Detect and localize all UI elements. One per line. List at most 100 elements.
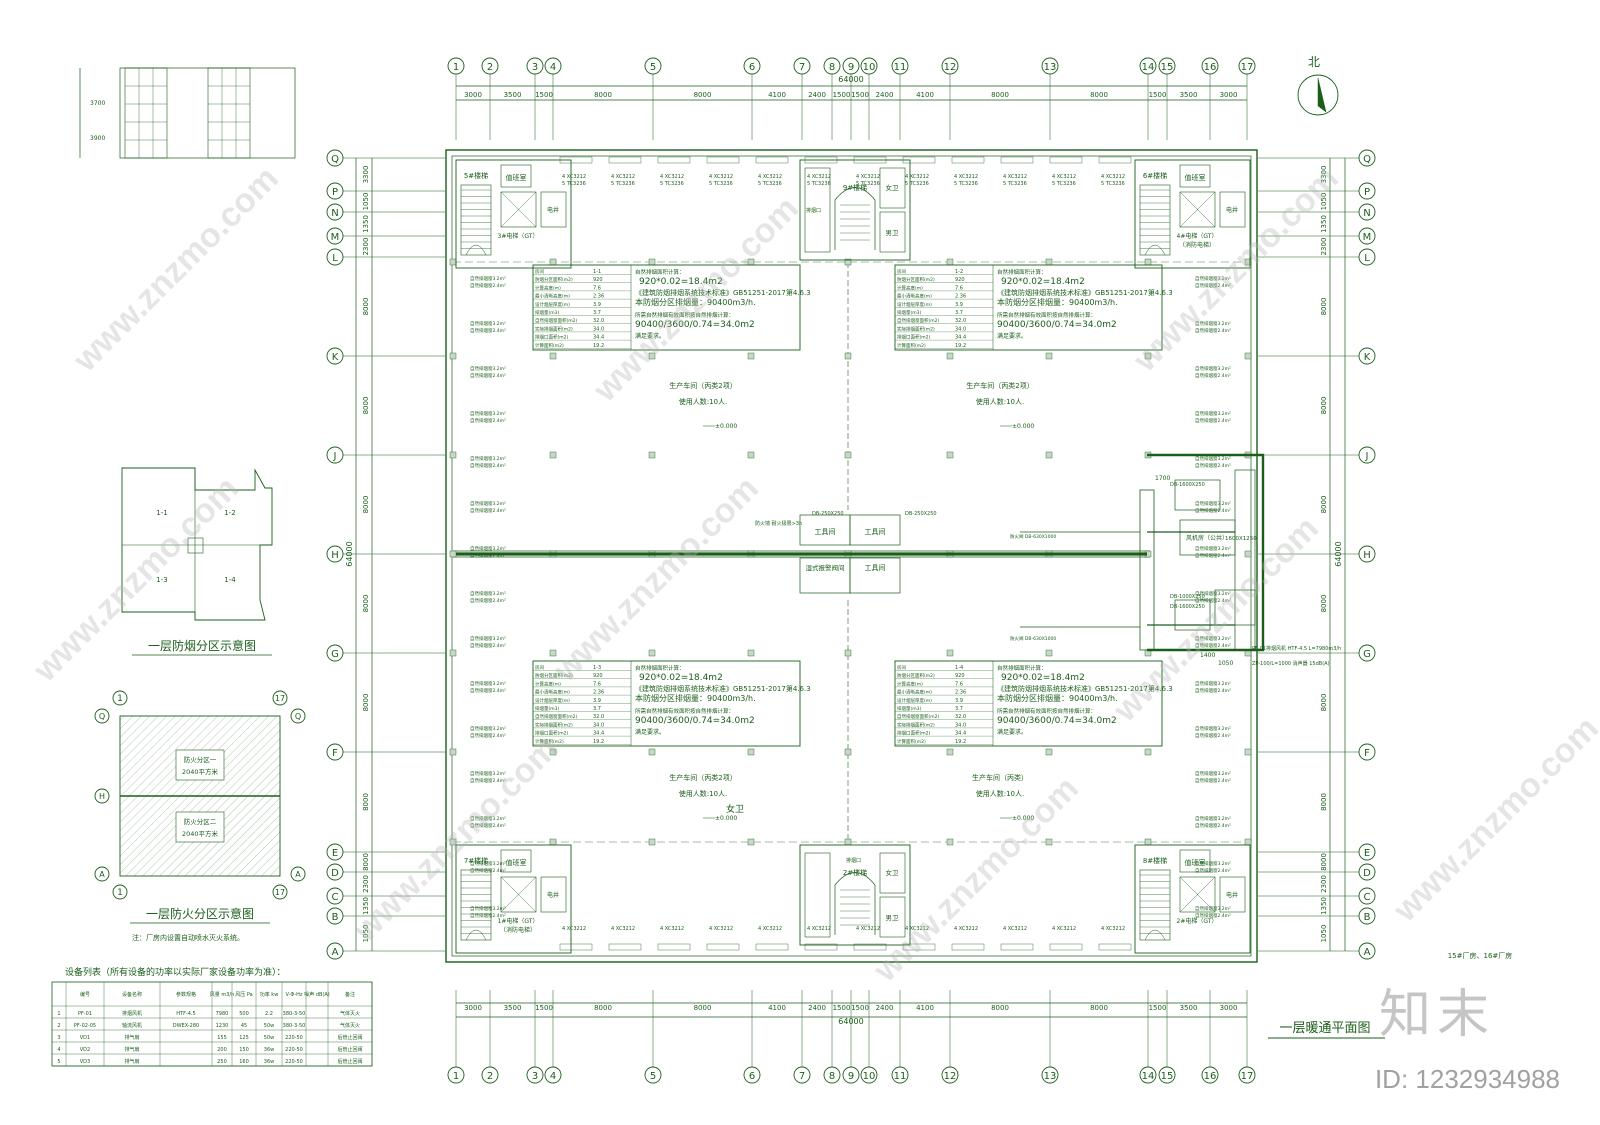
axis-label-right: M	[1363, 232, 1372, 243]
calc-line-7: 满足要求。	[635, 728, 665, 736]
window-tag: 4 XC3212	[1003, 926, 1027, 932]
fire-zone-a-area: 2040平方米	[182, 767, 219, 776]
calc-row-label: 自然排烟窗面积(m2)	[535, 713, 578, 720]
tool-room-right	[849, 514, 901, 546]
calc-row-label: 排烟量(m3)	[897, 309, 922, 316]
axis-label-top: 9	[848, 62, 854, 73]
vent-tag: 自然排烟窗2.4m²	[470, 732, 506, 739]
equipment-header: V-Φ-Hz	[285, 992, 302, 998]
calc-row-label: 计算面积(m2)	[897, 738, 926, 745]
vent-tag: 自然排烟窗2.4m²	[1195, 282, 1231, 289]
vent-tag: 自然排烟窗3.2m²	[470, 500, 506, 507]
calc-row-value: 3.7	[593, 706, 601, 712]
window-top	[608, 156, 642, 164]
smoke-calc-box	[532, 660, 801, 747]
dim-text-bottom: 3000	[1220, 1004, 1238, 1012]
fire-zone-b-label: 防火分区二	[184, 817, 217, 826]
column	[946, 748, 954, 756]
dim-text-top: 4100	[916, 91, 934, 99]
fire-axis-label: Q	[295, 712, 301, 721]
window-bottom	[706, 943, 740, 951]
column	[946, 649, 954, 657]
room-label-shaft: 电井	[547, 891, 559, 899]
equipment-cell: 1	[57, 1011, 60, 1017]
duct-label: PF-01排烟风机 HTF-4.5 L=7980m3/h	[1252, 645, 1341, 652]
calc-row-value: 19.2	[593, 343, 604, 349]
vent-tag: 自然排烟窗3.2m²	[1195, 815, 1231, 822]
stairwell	[460, 869, 492, 941]
window-tag: 5 TC3236	[905, 181, 929, 187]
equipment-header: 编号	[80, 991, 90, 998]
duty-room	[500, 849, 532, 873]
column	[549, 649, 557, 657]
column	[747, 258, 755, 266]
stair-curve	[834, 872, 876, 935]
dim-text-right: 1350	[1320, 215, 1328, 233]
calc-row-label: 防烟分区面积(m2)	[897, 276, 935, 283]
dim-text-left: 2300	[362, 238, 370, 256]
level-mark: ±0.000	[1012, 815, 1034, 822]
dim-text-right: 8000	[1320, 694, 1328, 712]
equipment-cell: 45	[241, 1023, 247, 1029]
calc-row-value: 34.0	[593, 722, 604, 728]
fan-shaft	[1234, 469, 1256, 651]
vent-tag: 自然排烟窗2.4m²	[1195, 552, 1231, 559]
vent-tag: 自然排烟窗3.2m²	[470, 860, 506, 867]
calc-line-4: 本防烟分区排烟量：90400m3/h.	[997, 297, 1118, 307]
stair-core	[1134, 844, 1251, 954]
window-top	[951, 156, 985, 164]
room-label-male-wc: 男卫	[886, 914, 900, 922]
calc-row-label: 排烟量(m3)	[535, 705, 560, 712]
elevator-shaft	[500, 876, 537, 913]
dim-text-bottom: 3500	[1180, 1004, 1198, 1012]
axis-label-bottom: 11	[894, 1071, 907, 1082]
axis-label-right: G	[1363, 649, 1371, 660]
dim-text-bottom: 2400	[808, 1004, 826, 1012]
calc-line-6: 90400/3600/0.74=34.0m2	[635, 320, 755, 330]
elevation-dim-text: 3700	[90, 100, 105, 107]
dim-text-left: 8000	[362, 496, 370, 514]
stairwell	[460, 184, 492, 256]
calc-row-label: 设计烟层厚度(m)	[535, 697, 570, 704]
axis-label-left: P	[332, 187, 338, 198]
dim-text-top: 1500	[851, 91, 869, 99]
axis-label-bottom: 2	[487, 1071, 493, 1082]
fire-axis-bubble	[112, 690, 128, 706]
image-id: ID: 1232934988	[1374, 1064, 1560, 1094]
equipment-cell: VD2	[80, 1047, 90, 1053]
electric-shaft	[540, 876, 567, 913]
room-label-tool: 工具间	[865, 564, 886, 572]
calc-row-label: 排烟口面积(m2)	[897, 334, 931, 341]
window-tag: 5 TC3236	[709, 181, 733, 187]
calc-row-label: 计算面积(m2)	[535, 342, 564, 349]
calc-row-label: 计算高度(m)	[897, 680, 923, 687]
dim-text-bottom: 8000	[1090, 1004, 1108, 1012]
room-label-tool: 工具间	[815, 528, 836, 536]
room-label-stair: 8#楼梯	[1143, 856, 1167, 865]
level-mark: ±0.000	[715, 815, 737, 822]
elevator-x	[500, 876, 537, 913]
window-tag: 4 XC3212	[758, 174, 782, 180]
vent-tag: 自然排烟窗3.2m²	[470, 680, 506, 687]
dim-text-left: 1050	[362, 193, 370, 211]
column	[449, 352, 457, 360]
vent-tag: 自然排烟窗3.2m²	[1195, 905, 1231, 912]
equipment-cell: 155	[217, 1035, 227, 1041]
calc-row-value: 34.4	[593, 731, 604, 737]
calc-row-value: 34.4	[593, 335, 604, 341]
room-label-workshop: 生产车间（丙类2项）	[966, 381, 1033, 390]
dim-text-right: 8000	[1320, 298, 1328, 316]
window-tag: 4 XC3212	[562, 926, 586, 932]
calc-row-label: 自然排烟窗面积(m2)	[897, 317, 940, 324]
room-label-workshop: 生产车间（丙类2项）	[669, 381, 736, 390]
calc-line-6: 90400/3600/0.74=34.0m2	[997, 320, 1117, 330]
axis-label-left: N	[331, 208, 338, 219]
axis-label-top: 16	[1204, 62, 1217, 73]
equipment-cell: 5	[57, 1059, 60, 1065]
stair-arc	[1144, 929, 1166, 941]
dim-total-top: 64000	[838, 75, 863, 84]
vent-tag: 自然排烟窗3.2m²	[1195, 680, 1231, 687]
column	[1045, 838, 1053, 846]
equipment-cell: 36w	[264, 1047, 274, 1053]
